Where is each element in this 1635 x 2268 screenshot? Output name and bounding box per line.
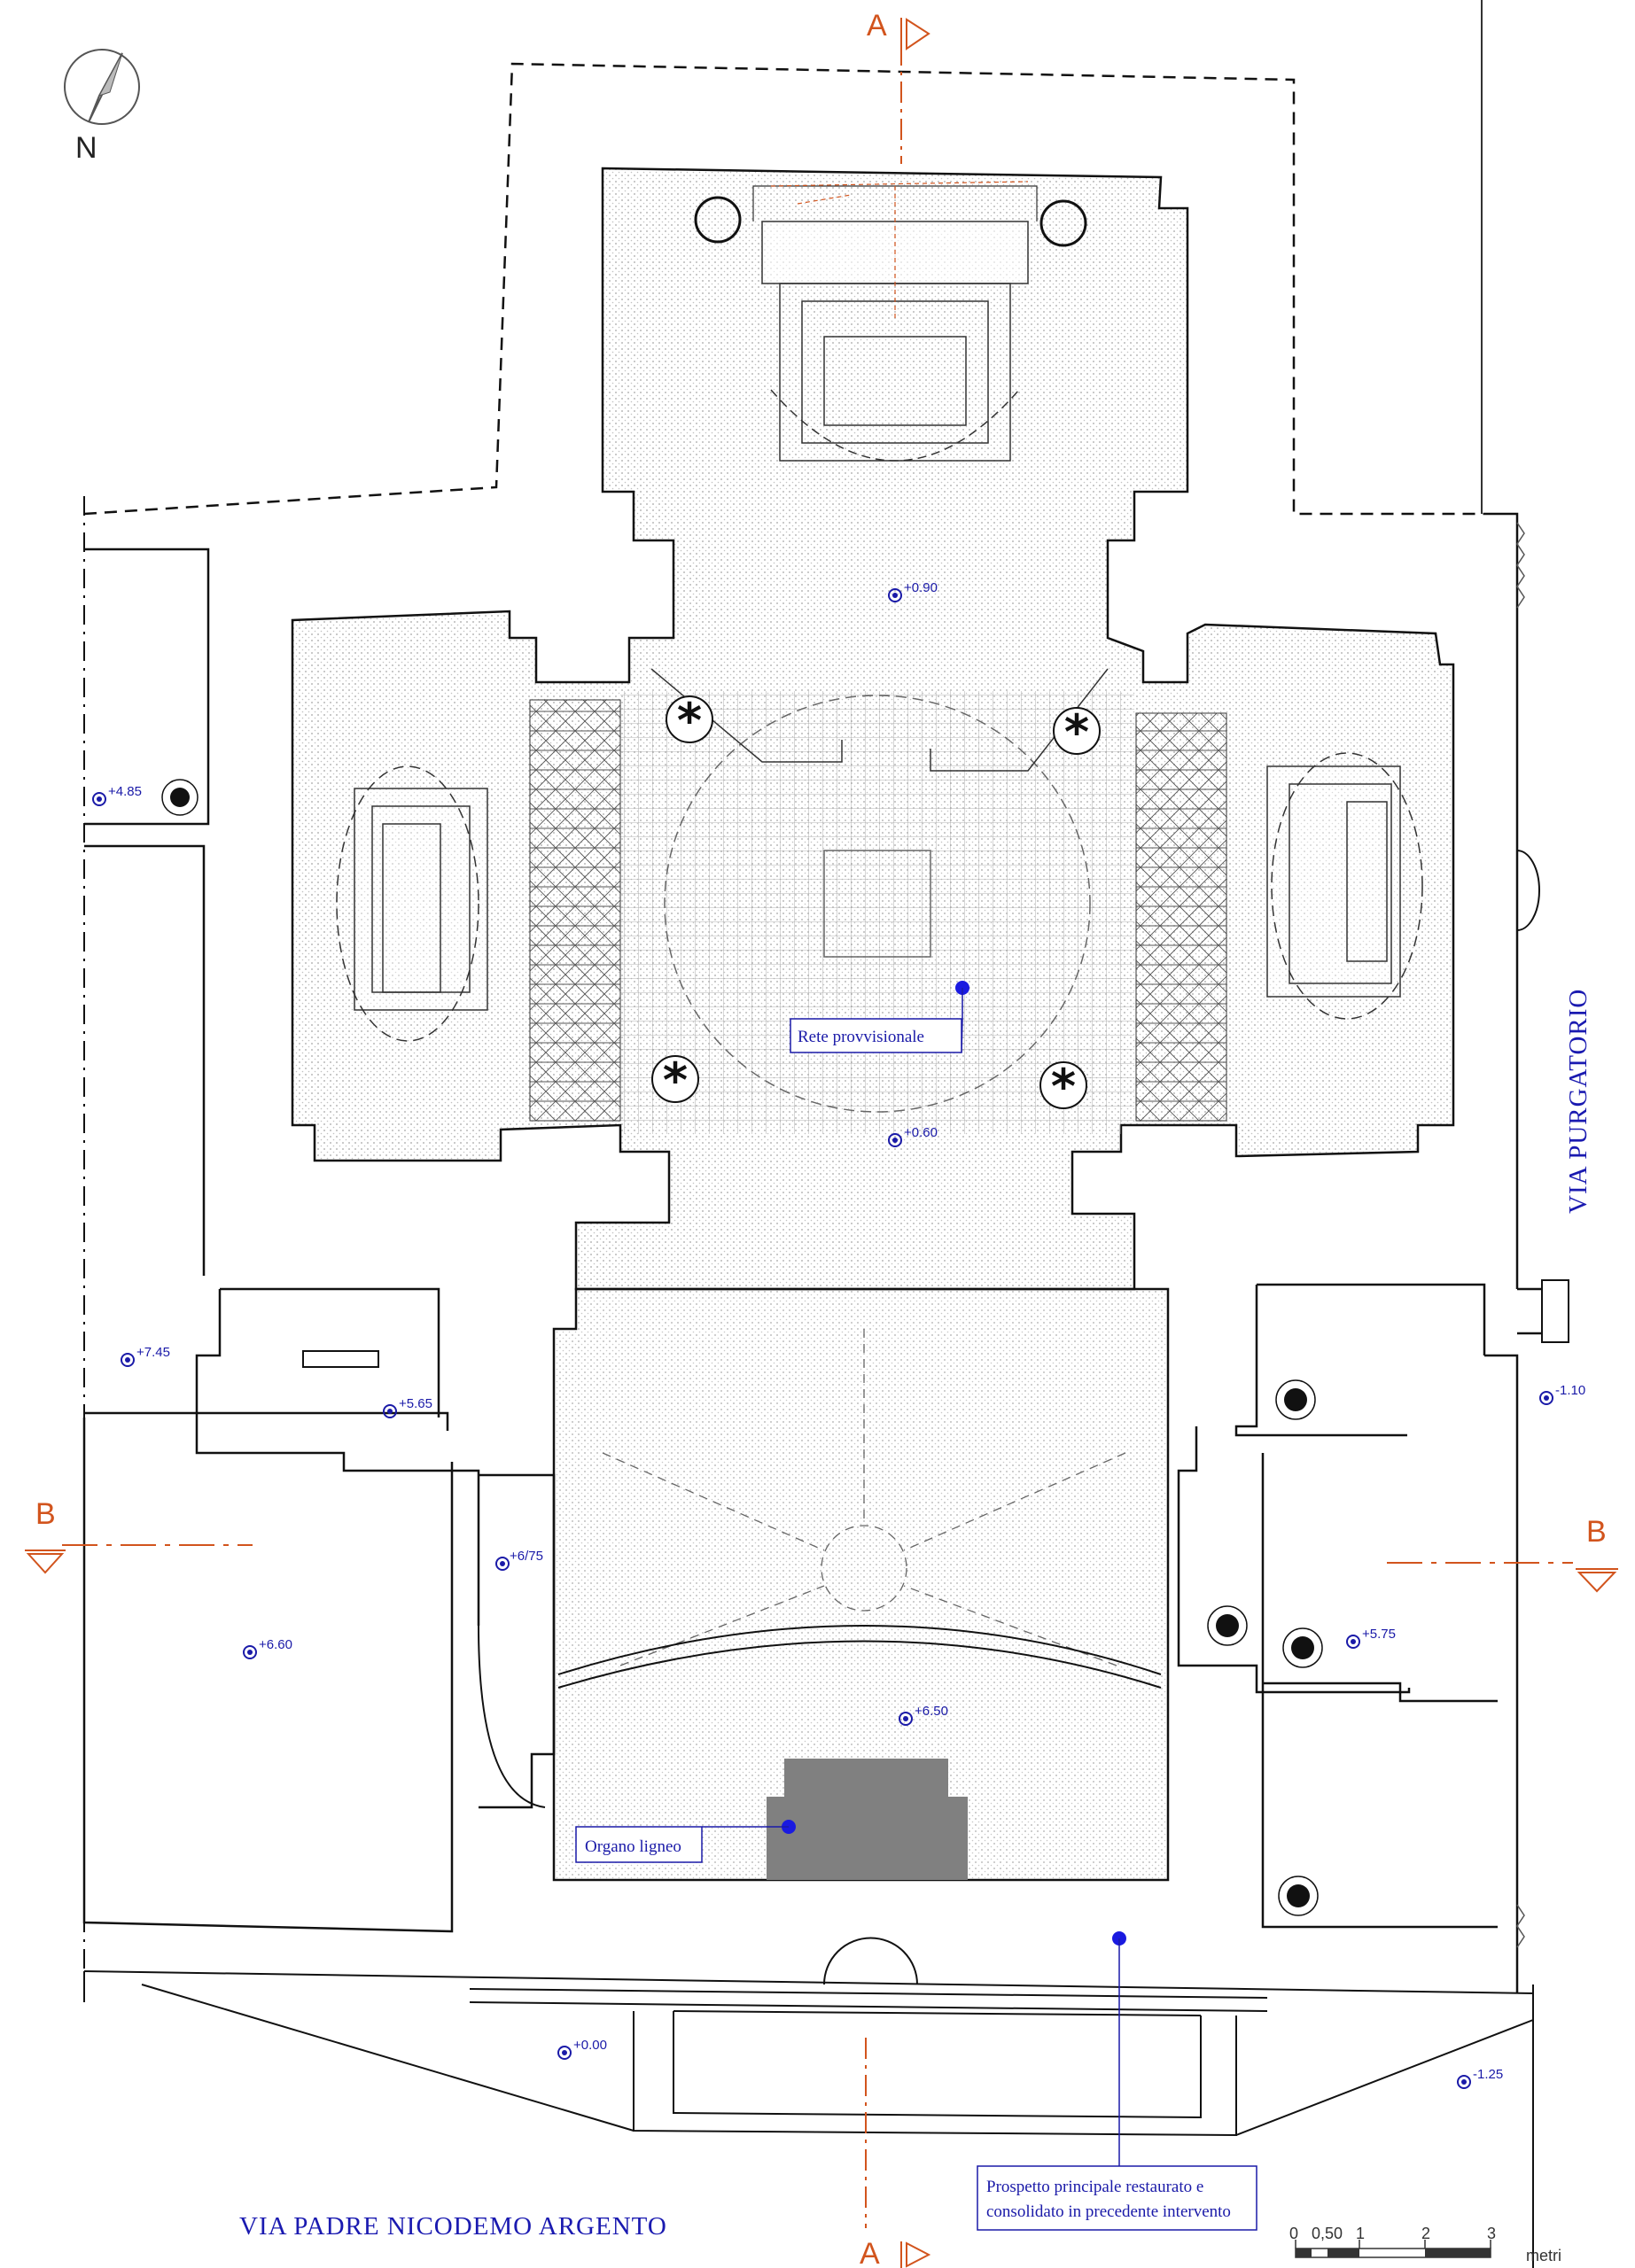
garden-boundary <box>83 62 1489 516</box>
column-nw-choir <box>694 196 742 244</box>
annotation-box-prospetto <box>977 2165 1257 2231</box>
level-marker: +4.85 <box>92 784 142 806</box>
section-a-label-top: A <box>867 9 887 43</box>
asterisk-marker-2: * <box>1053 704 1101 760</box>
level-marker: +5.75 <box>1346 1627 1396 1649</box>
section-b-label-right: B <box>1586 1515 1607 1549</box>
organo-ligneo <box>767 1759 968 1880</box>
cantoria-arc-inner <box>557 1640 1162 1689</box>
svg-text:*: * <box>1051 1059 1076 1115</box>
north-label: N <box>75 131 97 165</box>
level-label: +0.90 <box>904 580 938 595</box>
level-label: +4.85 <box>108 784 142 799</box>
level-label: +6/75 <box>510 1549 543 1564</box>
level-label: +5.75 <box>1362 1627 1396 1642</box>
level-label: +7.45 <box>136 1345 170 1360</box>
scale-tick-1: 1 <box>1356 2225 1365 2242</box>
level-label: +5.65 <box>399 1396 432 1411</box>
rete-provvisionale-grid <box>620 691 1134 1134</box>
level-marker: -1.10 <box>1539 1383 1585 1405</box>
section-line-a <box>865 18 931 2268</box>
crossing-center <box>823 850 931 958</box>
level-label: -1.25 <box>1473 2067 1503 2082</box>
scale-bar <box>1295 2240 1491 2258</box>
annotation-rete-text: Rete provvisionale <box>798 1028 924 1046</box>
annotation-organo-text: Organo ligneo <box>585 1837 681 1856</box>
annotation-prospetto-line2: consolidato in precedente intervento <box>986 2202 1231 2221</box>
annotation-box-organo <box>575 1826 703 1863</box>
street-via-purgatorio: VIA PURGATORIO <box>1564 989 1592 1214</box>
main-facade <box>83 1937 1534 2268</box>
annotation-prospetto-line1: Prospetto principale restaurato e <box>986 2178 1203 2196</box>
level-label: +6.60 <box>259 1637 292 1652</box>
left-neighbour-buildings <box>82 548 556 1933</box>
level-marker: +0.90 <box>888 580 938 602</box>
crossing-dome-outline <box>664 695 1091 1113</box>
right-facade-jagged <box>1516 522 1525 1948</box>
scale-tick-0: 0 <box>1289 2225 1298 2242</box>
level-marker: +6.60 <box>243 1637 292 1659</box>
svg-text:*: * <box>663 1052 688 1108</box>
annotation-box-rete <box>790 1018 962 1053</box>
level-marker: +5.65 <box>383 1396 432 1418</box>
street-via-padre-nicodemo-argento: VIA PADRE NICODEMO ARGENTO <box>239 2212 667 2241</box>
hatch-zone-left <box>529 699 621 1122</box>
nave-floor <box>552 1287 1170 1882</box>
right-bay-apse <box>1516 850 1540 931</box>
column-ne-choir <box>1039 199 1087 247</box>
section-line-b <box>25 1544 1618 1593</box>
scale-tick-050: 0,50 <box>1312 2225 1343 2242</box>
level-label: +6.50 <box>915 1704 948 1719</box>
scale-tick-3: 3 <box>1487 2225 1496 2242</box>
asterisk-marker-3: * <box>651 1052 699 1108</box>
section-b-label-left: B <box>35 1497 56 1531</box>
right-neighbour-buildings <box>1177 512 1569 1993</box>
cantoria-arc <box>557 1625 1162 1675</box>
level-marker: +6.50 <box>899 1704 948 1726</box>
level-label: +0.60 <box>904 1125 938 1140</box>
right-transept-detail <box>1266 752 1423 1020</box>
level-marker: +0.00 <box>557 2038 607 2060</box>
scale-tick-2: 2 <box>1421 2225 1430 2242</box>
asterisk-marker-1: * <box>666 693 713 749</box>
section-a-red-marks <box>770 181 1029 319</box>
level-label: -1.10 <box>1555 1383 1585 1398</box>
level-label: +0.00 <box>573 2038 607 2053</box>
level-marker: +0.60 <box>888 1125 938 1147</box>
asterisk-marker-4: * <box>1039 1059 1087 1115</box>
scale-unit: metri <box>1526 2247 1561 2264</box>
column-markers <box>161 779 1323 1916</box>
level-marker: +6/75 <box>495 1549 543 1571</box>
svg-text:*: * <box>1064 704 1089 760</box>
section-a-label-bottom: A <box>860 2237 880 2268</box>
left-transept-detail <box>336 765 488 1042</box>
hatch-zone-right <box>1135 712 1227 1122</box>
level-marker: -1.25 <box>1457 2067 1503 2089</box>
level-marker: +7.45 <box>121 1345 170 1367</box>
svg-text:*: * <box>677 693 702 749</box>
north-arrow-icon <box>64 49 140 125</box>
